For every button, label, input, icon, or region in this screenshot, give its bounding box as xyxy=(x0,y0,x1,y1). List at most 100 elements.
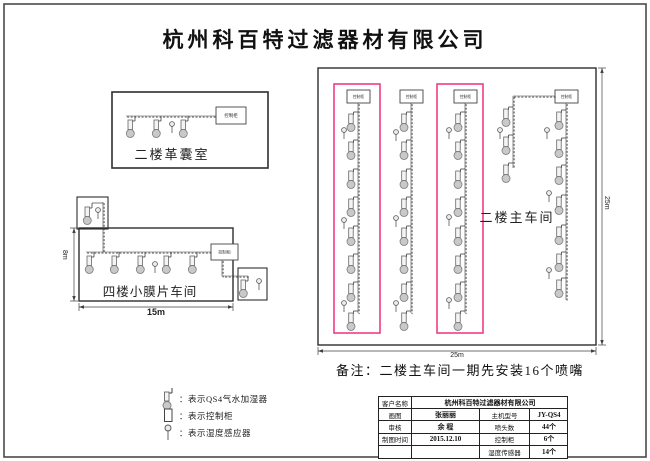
humidifier-icon xyxy=(399,310,411,331)
pipe xyxy=(565,103,568,302)
sensor-icon xyxy=(546,190,552,202)
cabinet-label: 控制柜 xyxy=(224,112,238,119)
humidifier-icon xyxy=(453,139,465,160)
dimension-line xyxy=(70,227,78,302)
humidifier-icon xyxy=(453,225,465,246)
humidifier-icon xyxy=(554,109,566,130)
legend: ：表示QS4气水加湿器 ：表示控制柜 ：表示湿度感应器 xyxy=(161,387,268,442)
pipe xyxy=(464,103,467,315)
dimension-label-25m-bottom: 25m xyxy=(450,352,464,359)
humidifier-icon xyxy=(399,111,411,132)
humidifier-icon xyxy=(453,310,465,331)
table-cell: 14个 xyxy=(542,447,556,456)
sensor-icon xyxy=(152,261,158,273)
sensor-icon xyxy=(393,215,399,227)
control-cabinet-box: 控制柜 xyxy=(346,89,371,104)
humidifier-icon xyxy=(453,253,465,274)
humidifier-icon xyxy=(346,111,358,132)
dimension-label-15m: 15m xyxy=(146,307,165,317)
humidifier-icon xyxy=(399,253,411,274)
dimension-line xyxy=(598,67,606,346)
humidifier-icon xyxy=(151,116,162,138)
table-cell: 张丽丽 xyxy=(412,409,480,422)
humidifier-icon xyxy=(84,252,95,274)
humidifier-icon xyxy=(554,164,566,185)
humidifier-icon xyxy=(554,277,566,298)
humidifier-icon xyxy=(453,168,465,189)
humidifier-icon xyxy=(501,162,513,183)
room-label-mid-left: 四楼小膜片车间 xyxy=(102,285,198,299)
room-main xyxy=(317,67,597,346)
sensor-icon xyxy=(497,127,503,139)
sensor-icon xyxy=(393,300,399,312)
room-top-left xyxy=(111,91,269,169)
title-block-table: 客户名称 杭州科百特过滤器材有限公司 画图 张丽丽 主机型号 JY-QS4 审核… xyxy=(378,396,568,459)
humidifier-icon xyxy=(501,106,513,127)
humidifier-icon xyxy=(554,224,566,245)
cabinet-label: 控制柜 xyxy=(353,94,365,99)
table-cell: JY-QS4 xyxy=(530,409,568,422)
table-cell: 余 程 xyxy=(412,421,480,434)
control-cabinet-box: 控制柜 xyxy=(215,106,247,125)
table-cell: 画图 xyxy=(379,409,412,422)
room-label-top-left: 二楼革囊室 xyxy=(134,147,210,162)
table-cell: 湿度传感器 xyxy=(480,445,530,458)
humidifier-icon xyxy=(453,111,465,132)
cabinet-label: 控制柜 xyxy=(406,94,418,99)
humidifier-icon xyxy=(82,203,93,225)
pipe xyxy=(512,96,515,170)
humidifier-icon xyxy=(399,225,411,246)
humidifier-icon xyxy=(161,252,172,274)
humidifier-icon xyxy=(554,137,566,158)
table-cell: 6个 xyxy=(530,434,568,446)
table-cell: 2015.12.10 xyxy=(412,433,480,446)
cabinet-label: 控制柜 xyxy=(218,248,231,255)
sensor-icon xyxy=(446,127,452,139)
humidifier-icon xyxy=(346,139,358,160)
legend-item-cabinet: ：表示控制柜 xyxy=(161,408,268,423)
humidifier-icon xyxy=(453,196,465,217)
table-cell: 审核 xyxy=(379,421,412,434)
humidifier-icon xyxy=(399,168,411,189)
table-cell-empty xyxy=(379,445,412,458)
humidifier-icon xyxy=(135,252,146,274)
sensor-icon xyxy=(341,300,347,312)
sensor-icon xyxy=(256,278,262,290)
humidifier-icon xyxy=(399,281,411,302)
pipe xyxy=(102,202,105,254)
humidifier-icon xyxy=(125,116,136,138)
table-cell: 杭州科百特过滤器材有限公司 xyxy=(412,397,568,410)
humidifier-icon xyxy=(238,276,249,298)
humidifier-icon xyxy=(109,252,120,274)
legend-item-sensor: ：表示湿度感应器 xyxy=(161,424,268,440)
humidifier-icon xyxy=(178,116,189,138)
sensor-icon xyxy=(544,127,550,139)
sensor-icon xyxy=(393,129,399,141)
legend-item-humidifier: ：表示QS4气水加湿器 xyxy=(161,387,268,410)
humidifier-icon xyxy=(554,194,566,215)
control-cabinet-box: 控制柜 xyxy=(210,243,239,261)
table-cell: 44个 xyxy=(530,421,568,434)
table-cell: 客户名称 xyxy=(379,397,412,410)
room-mid-left xyxy=(76,196,268,302)
note-text: 备注：二楼主车间一期先安装16个喷嘴 xyxy=(336,363,585,378)
sensor-icon xyxy=(95,207,101,219)
cabinet-icon xyxy=(161,408,179,423)
humidifier-icon xyxy=(346,225,358,246)
pipe xyxy=(410,103,413,315)
pipe xyxy=(221,260,250,278)
humidifier-icon xyxy=(399,196,411,217)
table-cell: 喷头数 xyxy=(480,421,530,434)
table-cell-empty xyxy=(412,445,480,458)
humidifier-icon xyxy=(346,253,358,274)
sensor-icon xyxy=(341,217,347,229)
pipe xyxy=(357,103,360,315)
legend-label-humidifier: ：表示QS4气水加湿器 xyxy=(179,393,268,404)
legend-label-cabinet: ：表示控制柜 xyxy=(179,410,234,421)
dimension-label-25m-right: 25m xyxy=(603,196,610,210)
page-border xyxy=(3,3,647,458)
control-cabinet-box: 控制柜 xyxy=(399,89,424,104)
page-title: 杭州科百特过滤器材有限公司 xyxy=(162,28,488,52)
humidifier-icon xyxy=(187,252,198,274)
